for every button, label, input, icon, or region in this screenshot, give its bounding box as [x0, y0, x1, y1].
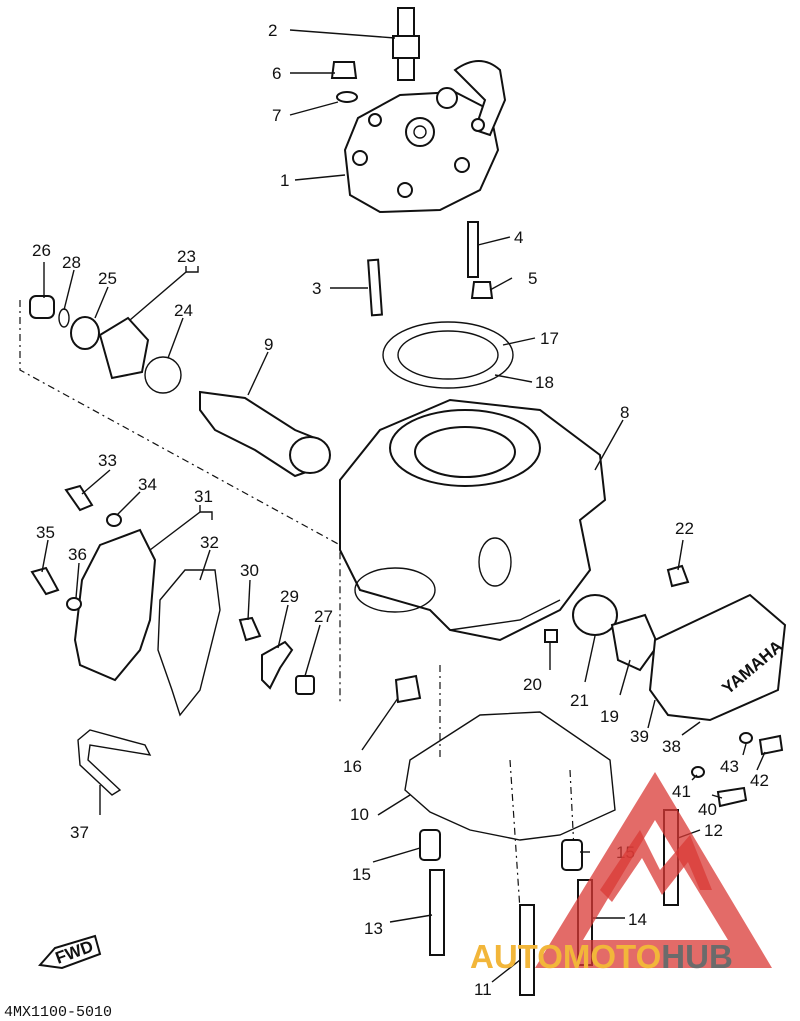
lever-29 — [261, 640, 294, 690]
stud-11 — [519, 904, 535, 996]
callout-30: 30 — [240, 561, 259, 580]
watermark-text-hub: HUB — [661, 938, 733, 975]
callout-37: 37 — [70, 823, 89, 842]
callout-numbers: 1 2 3 4 5 6 7 8 9 10 11 12 13 14 15 15 1… — [32, 21, 769, 999]
bolt-16 — [394, 674, 422, 704]
watermark-text-automoto: AUTOMOTO — [470, 938, 661, 975]
callout-42: 42 — [750, 771, 769, 790]
cap-nut — [330, 61, 358, 79]
bolt-33 — [64, 484, 94, 512]
callout-5: 5 — [528, 269, 537, 288]
callout-36: 36 — [68, 545, 87, 564]
o-ring-18 — [397, 330, 499, 380]
callout-10: 10 — [350, 805, 369, 824]
part-code: 4MX1100-5010 — [4, 1004, 112, 1021]
bolt-30 — [238, 616, 262, 642]
pump-housing-31 — [73, 528, 157, 682]
stud-4 — [467, 221, 479, 278]
bolt-42 — [758, 734, 784, 756]
callout-21: 21 — [570, 691, 589, 710]
callout-7: 7 — [272, 106, 281, 125]
callout-17: 17 — [540, 329, 559, 348]
nut-5 — [470, 281, 494, 299]
bolt-22 — [666, 564, 690, 588]
callout-14: 14 — [628, 910, 647, 929]
pump-gasket-32 — [157, 569, 221, 717]
callout-9: 9 — [264, 335, 273, 354]
callout-13: 13 — [364, 919, 383, 938]
clamp-37 — [77, 729, 152, 796]
callout-41: 41 — [672, 782, 691, 801]
stud-3 — [367, 258, 384, 317]
callout-1: 1 — [280, 171, 289, 190]
bolt-35 — [30, 566, 60, 596]
watermark-mark-icon — [600, 830, 712, 902]
collar-26 — [29, 295, 55, 319]
callout-29: 29 — [280, 587, 299, 606]
callout-25: 25 — [98, 269, 117, 288]
washer-36 — [66, 597, 82, 611]
head-gasket-17 — [382, 321, 514, 389]
callout-38: 38 — [662, 737, 681, 756]
callout-33: 33 — [98, 451, 117, 470]
callout-4: 4 — [514, 228, 523, 247]
cylinder — [339, 398, 607, 642]
dowel-15-right — [561, 839, 583, 871]
callout-35: 35 — [36, 523, 55, 542]
spark-plug — [392, 7, 420, 81]
washer-43 — [739, 732, 753, 744]
callout-3: 3 — [312, 279, 321, 298]
nut-27 — [295, 675, 315, 695]
o-ring-24 — [144, 356, 182, 394]
callout-39: 39 — [630, 727, 649, 746]
callout-32: 32 — [200, 533, 219, 552]
side-cover-39: YAMAHA — [648, 593, 787, 722]
callout-16: 16 — [343, 757, 362, 776]
leader-lines — [41, 29, 766, 983]
bearing-25 — [70, 316, 100, 350]
callout-6: 6 — [272, 64, 281, 83]
callout-26: 26 — [32, 241, 51, 260]
callout-34: 34 — [138, 475, 157, 494]
washer-7 — [336, 91, 358, 103]
dowel-15-left — [419, 829, 441, 861]
o-ring-28 — [58, 308, 70, 328]
callout-31: 31 — [194, 487, 213, 506]
base-gasket-10 — [404, 711, 616, 841]
callout-43: 43 — [720, 757, 739, 776]
callout-27: 27 — [314, 607, 333, 626]
gasket-19 — [610, 613, 660, 672]
callout-20: 20 — [523, 675, 542, 694]
power-valve — [199, 390, 331, 478]
callout-24: 24 — [174, 301, 193, 320]
pipe-21 — [572, 594, 618, 636]
watermark-logo: AUTOMOTOHUB — [470, 772, 772, 975]
washer-41 — [691, 766, 705, 778]
callout-12: 12 — [704, 821, 723, 840]
callout-15-left: 15 — [352, 865, 371, 884]
callout-8: 8 — [620, 403, 629, 422]
callout-2: 2 — [268, 21, 277, 40]
callout-18: 18 — [535, 373, 554, 392]
pulley-assy-23 — [98, 316, 150, 380]
bolt-40 — [716, 786, 748, 808]
watermark-triangle-icon — [535, 772, 772, 968]
fwd-arrow: FWD — [38, 934, 102, 970]
svg-text:AUTOMOTOHUB: AUTOMOTOHUB — [470, 938, 733, 975]
washer-34 — [106, 513, 122, 527]
stud-13 — [429, 869, 445, 956]
callout-28: 28 — [62, 253, 81, 272]
callout-22: 22 — [675, 519, 694, 538]
callout-23: 23 — [177, 247, 196, 266]
callout-40: 40 — [698, 800, 717, 819]
callout-19: 19 — [600, 707, 619, 726]
callout-11: 11 — [474, 980, 492, 999]
nut-20 — [544, 629, 558, 643]
cylinder-head — [343, 60, 507, 214]
